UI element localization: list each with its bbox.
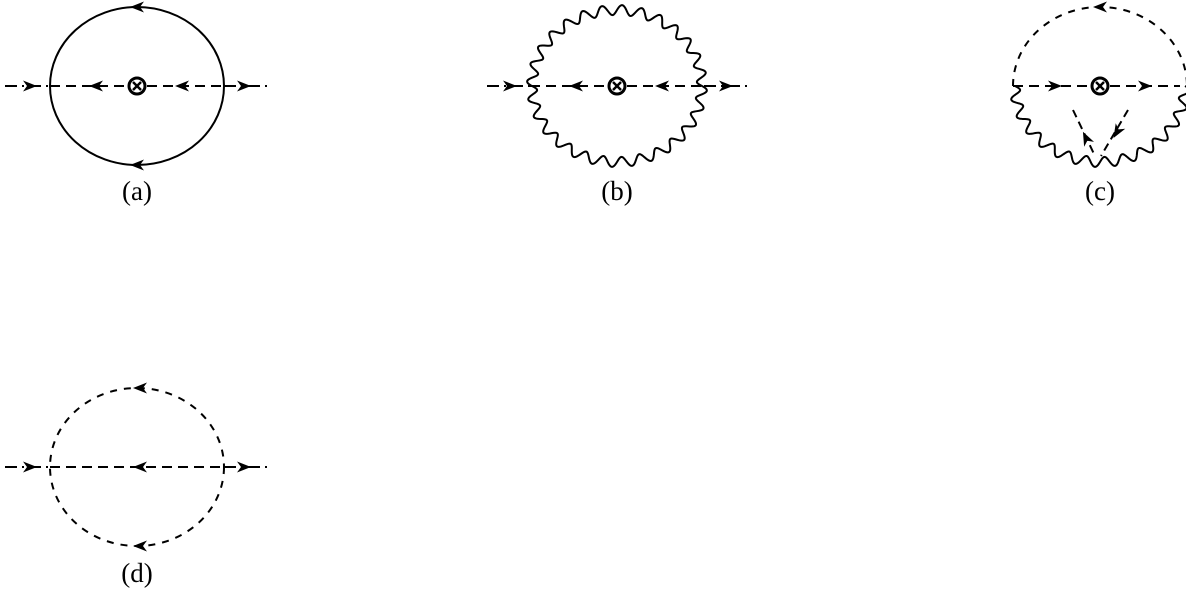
insertion-cross-icon: [607, 76, 627, 96]
arrow-right-icon: [237, 80, 251, 92]
diagram-c: (c): [1010, 1, 1186, 206]
diagram-b: (b): [487, 4, 748, 206]
insertion-cross-icon: [1090, 76, 1110, 96]
diagram-label: (b): [601, 176, 632, 206]
diagram-a: (a): [5, 1, 268, 206]
wavy-photon-arc: [1010, 85, 1186, 168]
arrow-icon: [1077, 129, 1095, 147]
arrow-left-icon: [1093, 1, 1107, 13]
arrow-left-icon: [133, 461, 147, 473]
diagram-label: (d): [121, 558, 152, 588]
diagram-label: (a): [122, 176, 152, 206]
dashed-upper-arc: [1012, 6, 1186, 87]
arrow-left-icon: [133, 540, 147, 552]
insertion-cross-icon: [127, 76, 147, 96]
arrow-right-icon: [237, 461, 251, 473]
diagram-d: (d): [5, 382, 268, 588]
arrow-right-icon: [23, 80, 37, 92]
arrow-right-icon: [1138, 80, 1152, 92]
arrow-right-icon: [23, 461, 37, 473]
dashed-vertex-line: [1072, 109, 1096, 157]
diagram-label: (c): [1085, 176, 1115, 206]
